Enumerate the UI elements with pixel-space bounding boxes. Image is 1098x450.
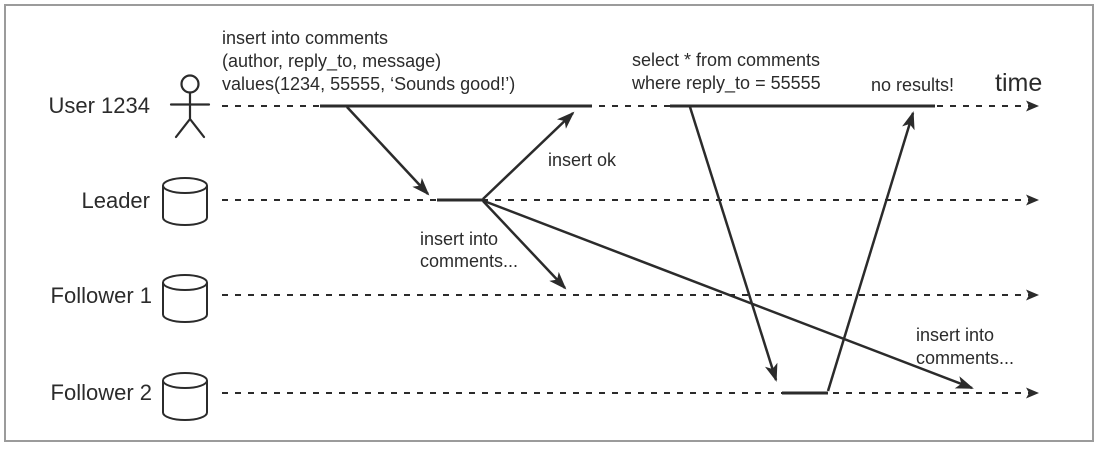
lane-label-user: User 1234 <box>48 93 150 118</box>
insert-request-arrow <box>346 106 430 196</box>
replicate-follower2-line2: comments... <box>916 348 1014 368</box>
insert-ok-reply-arrow <box>482 111 575 200</box>
person-icon <box>169 74 211 139</box>
insert-query-line2: (author, reply_to, message) <box>222 51 441 72</box>
replicate-to-follower1-arrow <box>482 200 567 290</box>
replicate-follower2-annotation: insert into comments... <box>916 325 1014 368</box>
diagram-border <box>4 4 1094 442</box>
insert-query-annotation: insert into comments (author, reply_to, … <box>222 28 515 94</box>
replicate-follower2-line1: insert into <box>916 325 994 345</box>
replicate-to-follower2-arrow <box>483 199 974 390</box>
time-axis-label: time <box>995 69 1042 97</box>
select-query-line2: where reply_to = 55555 <box>631 73 821 94</box>
lane-label-follower1: Follower 1 <box>51 283 152 308</box>
insert-ok-label: insert ok <box>548 150 617 170</box>
select-query-annotation: select * from comments where reply_to = … <box>631 50 821 94</box>
replicate-follower1-annotation: insert into comments... <box>420 229 518 271</box>
replicate-follower1-line2: comments... <box>420 251 518 271</box>
insert-query-line3: values(1234, 55555, ‘Sounds good!’) <box>222 74 515 94</box>
select-request-arrow <box>688 106 778 382</box>
database-icon <box>162 177 208 226</box>
select-query-line1: select * from comments <box>632 50 820 70</box>
replicate-follower1-line1: insert into <box>420 229 498 249</box>
insert-query-line1: insert into comments <box>222 28 388 48</box>
database-icon <box>162 274 208 323</box>
select-reply-arrow <box>826 111 915 392</box>
lane-label-follower2: Follower 2 <box>51 380 152 405</box>
database-icon <box>162 372 208 421</box>
no-results-label: no results! <box>871 75 954 95</box>
lane-label-leader: Leader <box>81 188 150 213</box>
